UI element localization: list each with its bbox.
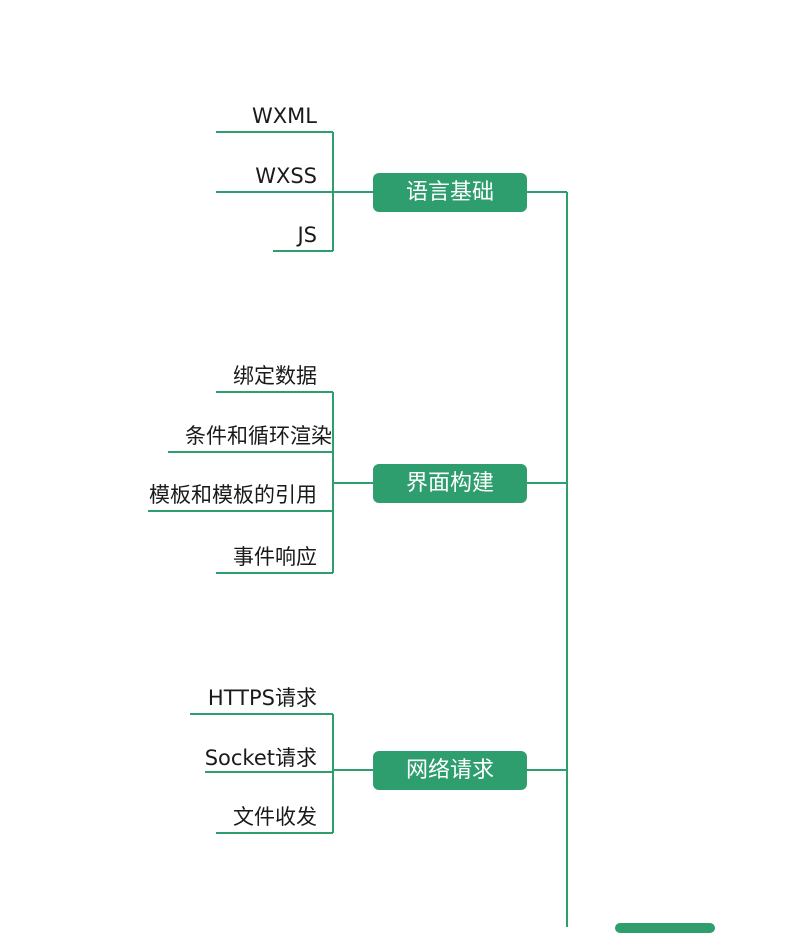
branch-node-network-request: 网络请求 <box>373 751 527 790</box>
leaf-wxml: WXML <box>252 104 317 128</box>
root-node-partial <box>615 923 715 933</box>
leaf-js: JS <box>297 223 317 247</box>
leaf-file-transfer: 文件收发 <box>233 805 317 829</box>
leaf-template-reference: 模板和模板的引用 <box>149 483 317 507</box>
leaf-wxss: WXSS <box>255 164 317 188</box>
leaf-socket-request: Socket请求 <box>204 746 317 770</box>
leaf-conditional-loop-render: 条件和循环渲染 <box>185 424 332 448</box>
leaf-https-request: HTTPS请求 <box>207 686 317 710</box>
leaf-bind-data: 绑定数据 <box>233 364 317 388</box>
leaf-event-response: 事件响应 <box>233 545 317 569</box>
branch-node-ui-construction: 界面构建 <box>373 464 527 503</box>
branch-node-language-basics: 语言基础 <box>373 173 527 212</box>
